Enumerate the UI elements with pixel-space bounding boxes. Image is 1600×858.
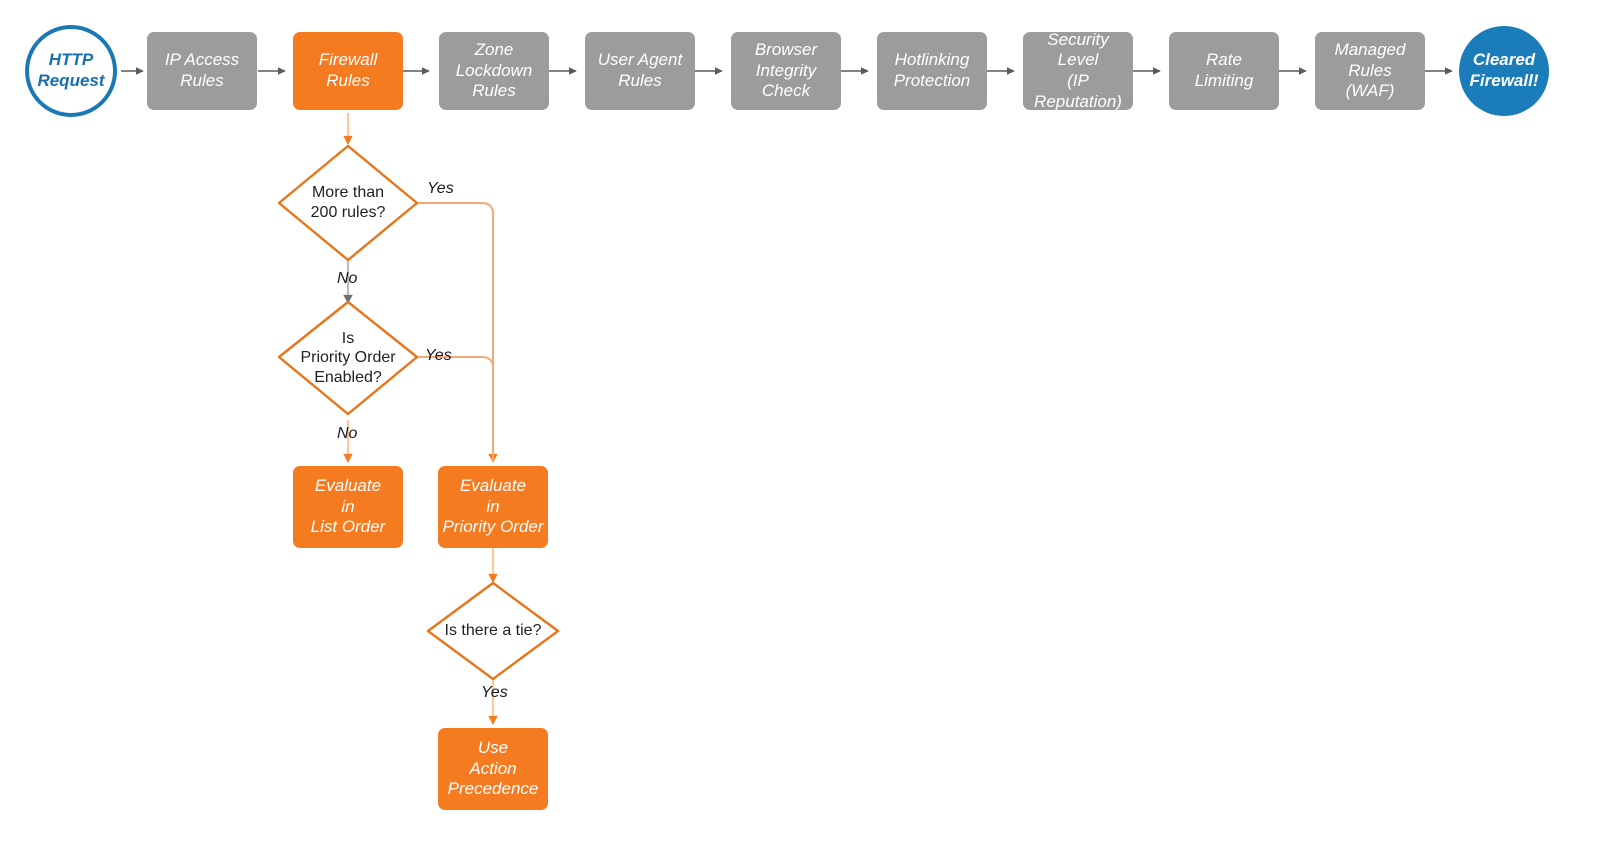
node-label: Evaluate in List Order: [310, 475, 386, 537]
node-firewall-rules[interactable]: Firewall Rules: [293, 32, 403, 110]
edge-label-more-rules-no: No: [337, 270, 358, 287]
edge-label-tie-yes: Yes: [481, 684, 508, 701]
decision-label: Is Priority Order Enabled?: [300, 329, 396, 386]
node-security-level[interactable]: Security Level (IP Reputation): [1023, 29, 1133, 111]
node-managed-rules-waf[interactable]: Managed Rules (WAF): [1315, 32, 1425, 110]
decision-more-than-200-rules[interactable]: More than 200 rules?: [279, 146, 417, 260]
decision-is-there-a-tie[interactable]: Is there a tie?: [428, 583, 558, 679]
node-label: Managed Rules (WAF): [1334, 39, 1406, 101]
decision-label: Is there a tie?: [444, 622, 542, 640]
node-zone-lockdown-rules[interactable]: Zone Lockdown Rules: [439, 32, 549, 110]
decision-label: More than 200 rules?: [310, 184, 386, 221]
node-browser-integrity-check[interactable]: Browser Integrity Check: [731, 32, 841, 110]
node-label: Zone Lockdown Rules: [455, 39, 533, 101]
node-http-request[interactable]: HTTP Request: [25, 25, 117, 117]
node-rate-limiting[interactable]: Rate Limiting: [1169, 32, 1279, 110]
node-hotlinking-protection[interactable]: Hotlinking Protection: [877, 32, 987, 110]
node-ip-access-rules[interactable]: IP Access Rules: [147, 32, 257, 110]
node-use-action-precedence[interactable]: Use Action Precedence: [438, 728, 548, 810]
node-cleared-firewall[interactable]: Cleared Firewall!: [1459, 26, 1549, 116]
node-evaluate-in-priority-order[interactable]: Evaluate in Priority Order: [438, 466, 548, 548]
node-label: Use Action Precedence: [447, 737, 539, 799]
node-label: Browser Integrity Check: [754, 39, 818, 101]
node-label: HTTP Request: [37, 50, 105, 90]
node-label: Hotlinking Protection: [893, 50, 971, 90]
decision-is-priority-order-enabled[interactable]: Is Priority Order Enabled?: [279, 302, 417, 414]
node-label: Firewall Rules: [318, 50, 378, 90]
node-label: Evaluate in Priority Order: [442, 475, 544, 537]
node-label: Security Level (IP Reputation): [1034, 29, 1122, 111]
edge-label-more-rules-yes: Yes: [427, 180, 454, 197]
edge-label-priority-yes: Yes: [425, 347, 452, 364]
edge-label-priority-no: No: [337, 425, 358, 442]
node-evaluate-in-list-order[interactable]: Evaluate in List Order: [293, 466, 403, 548]
node-label: Cleared Firewall!: [1469, 50, 1539, 90]
node-label: Rate Limiting: [1194, 50, 1254, 90]
node-label: User Agent Rules: [597, 50, 683, 90]
node-label: IP Access Rules: [164, 50, 240, 90]
node-user-agent-rules[interactable]: User Agent Rules: [585, 32, 695, 110]
